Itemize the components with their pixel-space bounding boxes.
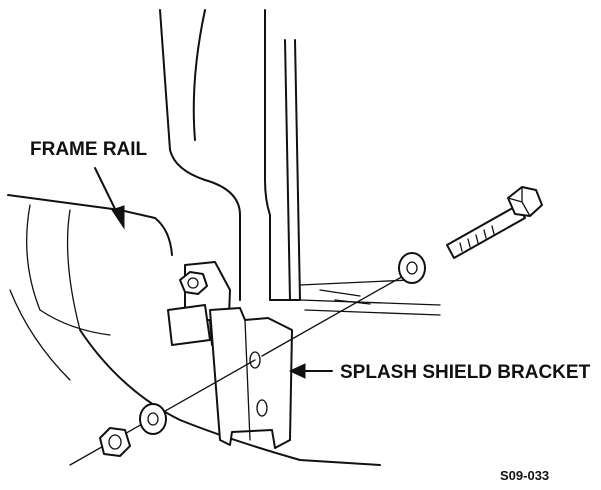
body-panel (159, 9, 301, 301)
bolt-icon (446, 186, 543, 259)
frame-rail-arrow-icon (111, 205, 125, 230)
splash-shield-bracket-callout: SPLASH SHIELD BRACKET (288, 362, 591, 383)
splash-shield-arrow-icon (288, 363, 306, 379)
floor-flange (299, 279, 441, 316)
lower-nut-icon (99, 427, 131, 457)
splash-shield-bracket-label: SPLASH SHIELD BRACKET (340, 362, 591, 383)
frame-rail-label: FRAME RAIL (30, 139, 148, 160)
frame-rail-callout: FRAME RAIL (30, 139, 148, 230)
lower-washer-icon (139, 403, 167, 435)
figure-number: S09-033 (500, 468, 549, 483)
upper-nut-icon (179, 271, 208, 295)
splash-shield-bracket (209, 307, 293, 449)
washer-icon (398, 252, 426, 284)
